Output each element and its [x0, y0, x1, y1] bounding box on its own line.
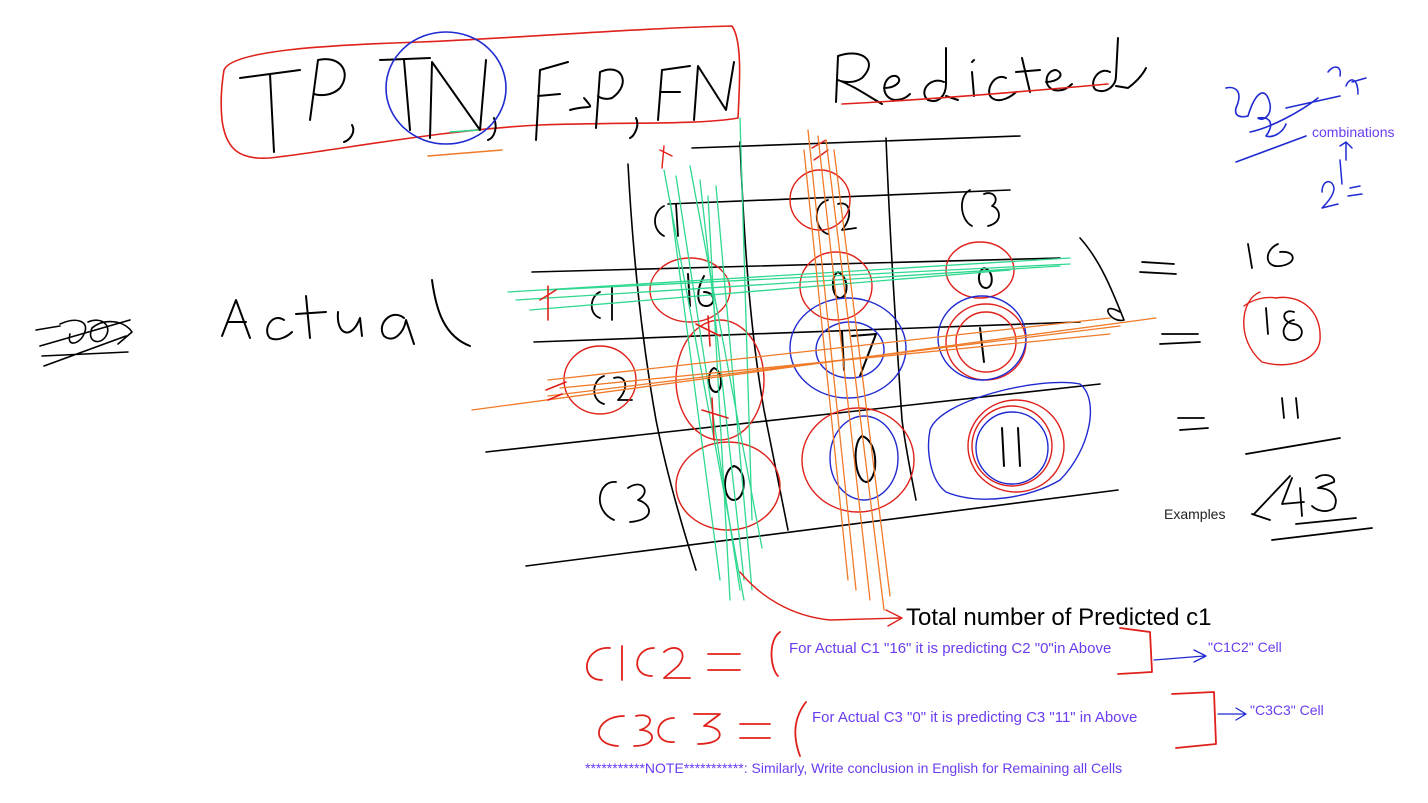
col-header-c3: [962, 190, 999, 226]
cell-c2c3-1: [980, 328, 984, 362]
predicted-red-underline: [842, 84, 1108, 104]
title-handwriting: [221, 26, 739, 158]
col-header-c1: [655, 204, 678, 236]
c1c2-explanation: For Actual C1 "16" it is predicting C2 "…: [789, 640, 1112, 657]
row-header-c3: [600, 482, 649, 522]
c1c2-handwriting: [587, 628, 1152, 680]
c1c2-cell-label: "C1C2" Cell: [1208, 639, 1282, 655]
row-headers: [592, 286, 649, 522]
grand-total-45: [1282, 475, 1336, 516]
combinations-label: combinations: [1312, 124, 1395, 140]
note-line: ***********NOTE***********: Similarly, W…: [585, 760, 1123, 776]
green-highlights: [508, 118, 1070, 600]
red-circles: [564, 140, 1320, 530]
cell-values: [688, 268, 1020, 500]
row-totals: [1140, 244, 1372, 540]
c3c3-handwriting: [599, 692, 1216, 756]
c3c3-explanation: For Actual C3 "0" it is predicting C3 "1…: [812, 709, 1138, 726]
left-crossed-scribble: [36, 320, 132, 366]
tn-blue-circle: [386, 32, 506, 144]
cell-arrows: [1154, 650, 1246, 720]
matrix-grid: [486, 136, 1124, 570]
cell-c3c2-0: [856, 436, 876, 482]
total-row3-11: [1282, 398, 1298, 418]
combinations-scribble: [1226, 67, 1366, 208]
examples-label: Examples: [1164, 506, 1226, 522]
c3c3-cell-label: "C3C3" Cell: [1250, 702, 1324, 718]
cell-c2c1-0: [709, 368, 721, 392]
red-marks: [540, 286, 728, 440]
cell-c1c3-0: [979, 268, 992, 288]
orange-highlights: [472, 130, 1156, 610]
cell-c3c3-11: [1002, 428, 1020, 466]
total-row1-16: [1248, 244, 1293, 268]
predicted-handwriting: [836, 38, 1146, 104]
total-predicted-label: Total number of Predicted c1: [906, 604, 1212, 631]
title-red-box: [221, 26, 739, 158]
actual-handwriting: [222, 280, 470, 346]
total-row2-18: [1266, 308, 1302, 340]
predicted-arrow: [740, 572, 902, 626]
